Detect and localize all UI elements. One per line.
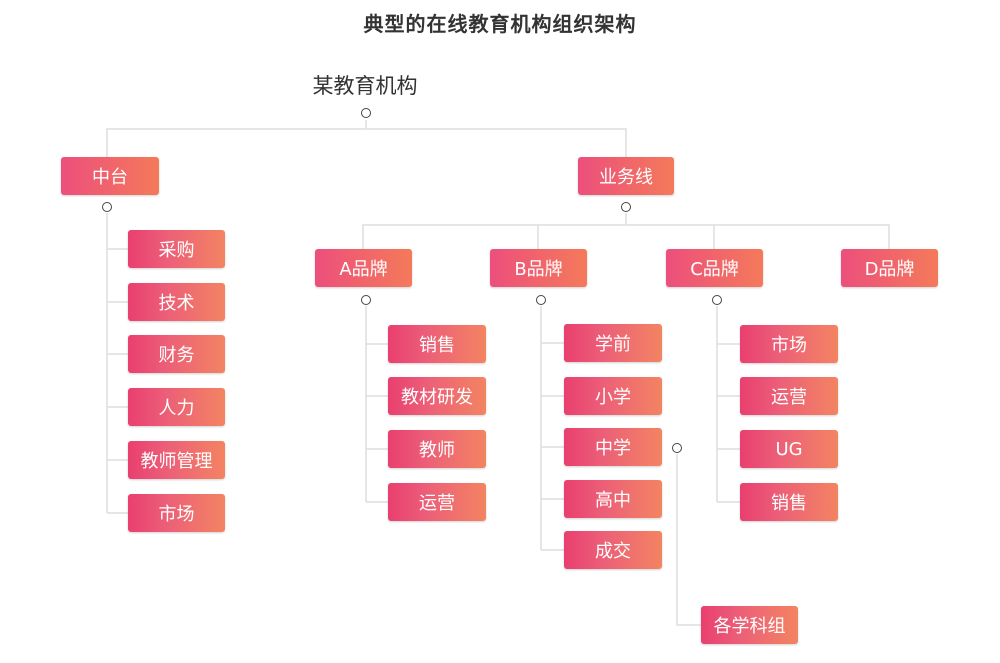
- node-yewuxian: 业务线: [578, 157, 674, 195]
- node-subject-groups: 各学科组: [701, 606, 798, 644]
- connector-root: [106, 120, 627, 157]
- connector-brand-c: [716, 306, 740, 503]
- node-zhongtai-child: 人力: [128, 388, 225, 426]
- node-zhongtai: 中台: [61, 157, 159, 195]
- brand-b-connector-circle: [536, 295, 546, 305]
- node-brand-c-child: 运营: [740, 377, 838, 415]
- diagram-title: 典型的在线教育机构组织架构: [363, 12, 637, 36]
- connector-zhongtai: [106, 213, 128, 514]
- root-connector-circle: [361, 108, 371, 118]
- node-brand-c-child: UG: [740, 430, 838, 468]
- node-brand-b-child: 成交: [564, 531, 662, 569]
- node-brand-b-child: 高中: [564, 480, 662, 518]
- node-brand-a-child: 教师: [388, 430, 486, 468]
- node-zhongtai-child: 市场: [128, 494, 225, 532]
- connector-yewuxian: [362, 213, 890, 249]
- node-zhongtai-child: 采购: [128, 230, 225, 268]
- middle-school-connector-circle: [672, 443, 682, 453]
- node-zhongtai-child: 教师管理: [128, 441, 225, 479]
- brand-c-connector-circle: [712, 295, 722, 305]
- node-brand-d: D品牌: [841, 249, 938, 287]
- node-brand-a-child: 运营: [388, 483, 486, 521]
- connector-subgroup: [676, 454, 701, 626]
- yewuxian-connector-circle: [621, 202, 631, 212]
- connector-brand-b: [540, 306, 564, 551]
- node-brand-b: B品牌: [490, 249, 587, 287]
- node-brand-c-child: 市场: [740, 325, 838, 363]
- node-brand-b-child: 中学: [564, 428, 662, 466]
- node-zhongtai-child: 技术: [128, 283, 225, 321]
- zhongtai-connector-circle: [102, 202, 112, 212]
- node-zhongtai-child: 财务: [128, 335, 225, 373]
- node-brand-c: C品牌: [666, 249, 763, 287]
- node-brand-b-child: 学前: [564, 324, 662, 362]
- root-node: 某教育机构: [312, 74, 418, 98]
- node-brand-a: A品牌: [315, 249, 412, 287]
- node-brand-c-child: 销售: [740, 483, 838, 521]
- node-brand-b-child: 小学: [564, 377, 662, 415]
- node-brand-a-child: 教材研发: [388, 377, 486, 415]
- connector-brand-a: [365, 306, 388, 503]
- brand-a-connector-circle: [361, 295, 371, 305]
- node-brand-a-child: 销售: [388, 325, 486, 363]
